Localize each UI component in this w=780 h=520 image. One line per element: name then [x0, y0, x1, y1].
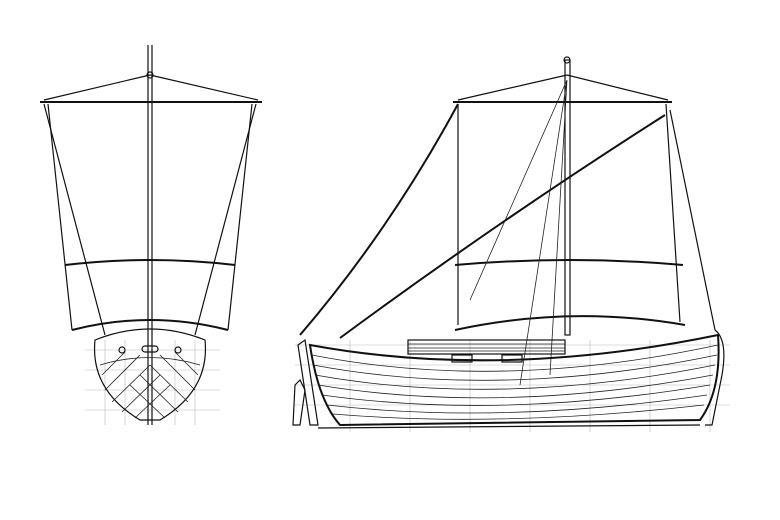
- front-hull-hatching: [101, 351, 199, 419]
- sternpost: [705, 329, 725, 426]
- front-batten: [64, 259, 236, 266]
- diagonal-line: [339, 114, 666, 339]
- side-mast: [564, 59, 571, 336]
- side-hull: [308, 333, 720, 427]
- side-sail-edges: [457, 103, 681, 325]
- front-hull: [93, 328, 207, 421]
- aft-stay: [669, 109, 716, 331]
- cabin: [407, 339, 566, 355]
- front-sheets: [43, 103, 257, 336]
- hull-planking: [311, 344, 719, 420]
- side-batten: [454, 259, 684, 266]
- cabin-window: [451, 354, 473, 363]
- stem-post: [297, 338, 319, 426]
- cabin-window: [501, 354, 523, 363]
- front-sail-edges: [47, 103, 253, 331]
- side-grid: [295, 340, 730, 432]
- forestay: [299, 103, 459, 336]
- front-view: [40, 45, 262, 425]
- side-view: [292, 56, 730, 432]
